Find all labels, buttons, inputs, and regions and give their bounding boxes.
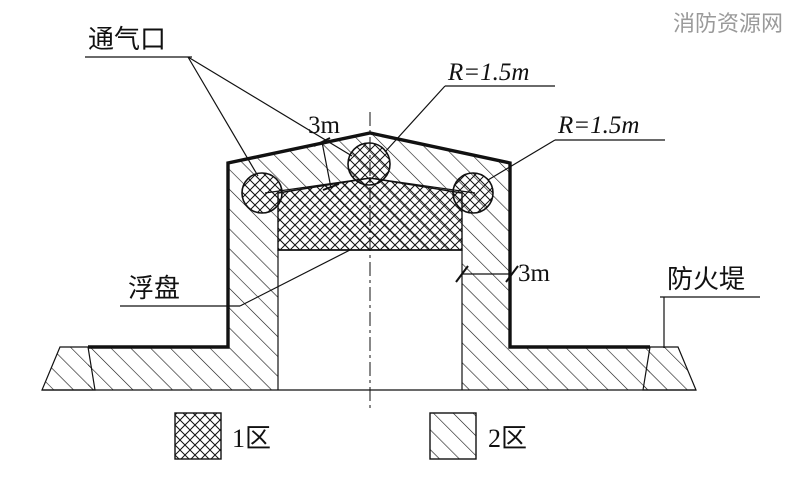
dim-side-tick-2 [505, 265, 519, 283]
legend-label-zone-2: 2区 [488, 424, 527, 453]
legend-swatch-zone-2 [429, 412, 477, 460]
vent-leader-left [187, 56, 259, 177]
dim-side-label: 3m [518, 260, 551, 287]
radius-1-leader [384, 85, 446, 153]
dim-top-label: 3m [308, 112, 341, 139]
dike-label: 防火堤 [667, 265, 745, 294]
dim-side-tick-1 [455, 265, 469, 283]
vent-circle-right [452, 172, 494, 214]
radius-label-1: R=1.5m [447, 59, 529, 86]
legend-label-zone-1: 1区 [232, 424, 271, 453]
dim-top-tick-2 [322, 183, 340, 191]
legend: 1区 2区 [174, 412, 527, 460]
dim-top-tick-1 [313, 137, 331, 147]
vent-circle-left [241, 172, 283, 214]
fire-dike-left [41, 346, 96, 391]
legend-swatch-zone-1 [174, 412, 222, 460]
radius-2-leader [487, 139, 556, 181]
vent-leader-center [187, 56, 353, 157]
dim-top-line [321, 141, 332, 189]
vent-circle-center [347, 142, 391, 186]
radius-label-2: R=1.5m [557, 112, 639, 139]
floating-roof-leader [239, 249, 351, 307]
fire-dike-right [642, 346, 697, 391]
watermark-text: 消防资源网 [672, 12, 783, 37]
floating-roof-label: 浮盘 [128, 274, 180, 303]
vent-label: 通气口 [88, 25, 166, 54]
